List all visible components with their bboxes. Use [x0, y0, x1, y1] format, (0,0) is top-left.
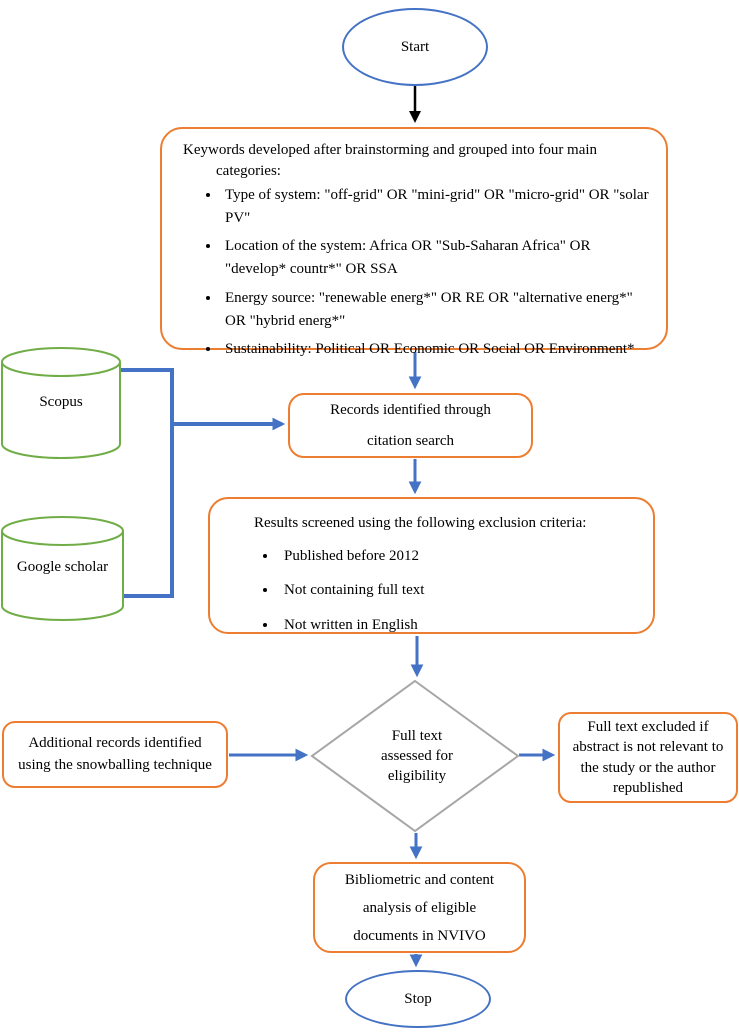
nvivo-line: Bibliometric and content: [344, 871, 495, 888]
excluded-line: abstract is not relevant to: [572, 739, 724, 756]
results-bullet: Published before 2012: [278, 543, 635, 569]
records-line: Records identified through: [330, 401, 491, 418]
results-box: Results screened using the following exc…: [208, 497, 655, 634]
google-scholar-cylinder: [1, 516, 124, 621]
nvivo-line: analysis of eligible: [362, 899, 477, 916]
eligibility-line: eligibility: [387, 768, 447, 785]
records-line: citation search: [366, 432, 455, 449]
excluded-line: the study or the author: [580, 759, 716, 776]
keywords-bullet: Location of the system: Africa OR "Sub-S…: [221, 235, 650, 282]
excluded-line: republished: [613, 779, 683, 796]
keywords-title-line1: Keywords developed after brainstorming a…: [183, 142, 598, 158]
eligibility-line: assessed for: [380, 747, 454, 764]
snowballing-box: Additional records identified using the …: [2, 721, 228, 788]
scopus-label: Scopus: [39, 393, 83, 410]
keywords-bullet: Type of system: "off-grid" OR "mini-grid…: [221, 184, 650, 231]
keywords-box: Keywords developed after brainstorming a…: [160, 127, 668, 357]
results-title: Results screened using the following exc…: [254, 515, 587, 531]
keywords-title-line2: categories:: [216, 163, 281, 180]
eligibility-diamond-label: Full text assessed for eligibility: [352, 724, 482, 788]
eligibility-line: Full text: [391, 727, 443, 744]
stop-label: Stop: [404, 990, 432, 1007]
snowballing-line: using the snowballing technique: [18, 756, 212, 773]
start-label: Start: [400, 38, 430, 55]
scopus-cylinder: [1, 347, 121, 459]
nvivo-box: Bibliometric and content analysis of eli…: [313, 862, 526, 953]
keywords-bullet: Sustainability: Political OR Economic OR…: [221, 338, 650, 361]
keywords-bullet: Energy source: "renewable energ*" OR RE …: [221, 287, 650, 334]
results-bullet: Not containing full text: [278, 577, 635, 603]
results-bullet: Not written in English: [278, 612, 635, 638]
nvivo-line: documents in NVIVO: [353, 927, 486, 944]
start-terminator: Start: [342, 8, 488, 86]
snowballing-line: Additional records identified: [28, 734, 202, 751]
stop-terminator: Stop: [345, 970, 491, 1028]
keywords-bullet-list: Type of system: "off-grid" OR "mini-grid…: [183, 184, 650, 362]
results-bullet-list: Published before 2012 Not containing ful…: [254, 543, 635, 638]
excluded-box: Full text excluded if abstract is not re…: [558, 712, 738, 803]
google-scholar-label: Google scholar: [16, 559, 109, 575]
records-box: Records identified through citation sear…: [288, 393, 533, 458]
excluded-line: Full text excluded if: [587, 719, 709, 735]
eligibility-diamond-shape: [310, 679, 520, 833]
connector-databases-trunk: [121, 368, 174, 598]
